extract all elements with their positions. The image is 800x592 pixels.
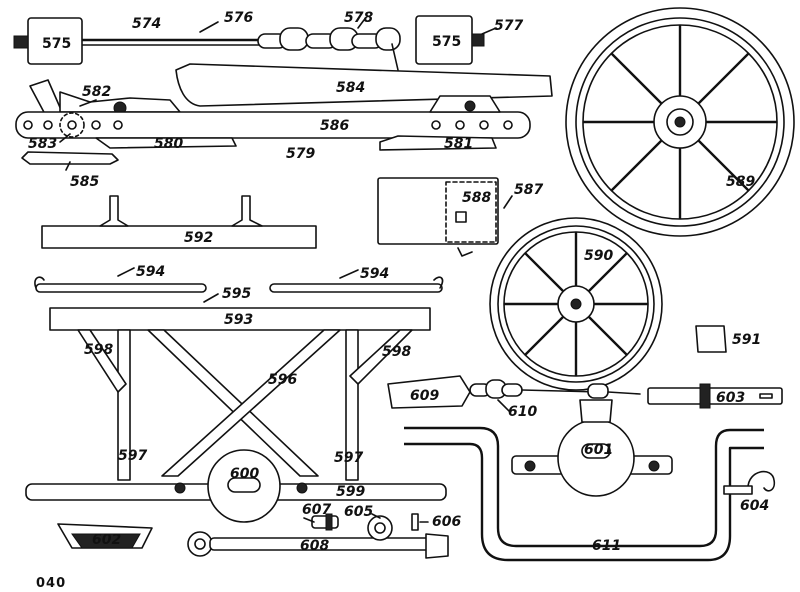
label-598a: 598: [84, 342, 113, 358]
label-607: 607: [302, 502, 331, 518]
label-574: 574: [132, 16, 161, 32]
part-598-braces: [77, 329, 413, 393]
part-602-bracket: [57, 523, 153, 549]
label-589: 589: [726, 174, 755, 190]
label-599: 599: [336, 484, 365, 500]
label-591: 591: [732, 332, 761, 348]
part-575-block-right: [415, 15, 485, 65]
label-588: 588: [462, 190, 491, 206]
label-601: 601: [584, 442, 613, 458]
label-594a: 594: [136, 264, 165, 280]
label-576: 576: [224, 10, 253, 26]
label-593: 593: [224, 312, 253, 328]
part-586-bar: [15, 95, 531, 139]
label-603: 603: [716, 390, 745, 406]
part-599-axle: [25, 449, 447, 523]
label-580: 580: [154, 136, 183, 152]
part-592-base: [41, 195, 317, 249]
label-575a: 575: [42, 36, 71, 52]
label-578: 578: [344, 10, 373, 26]
label-604: 604: [740, 498, 769, 514]
label-585: 585: [70, 174, 99, 190]
label-605: 605: [344, 504, 373, 520]
page-code: 040: [36, 576, 66, 591]
leader-lines: [59, 19, 511, 523]
label-581: 581: [444, 136, 473, 152]
label-602: 602: [92, 532, 121, 548]
label-610: 610: [508, 404, 537, 420]
part-596-cross-braces: [147, 329, 341, 477]
part-607-pin: [311, 513, 339, 531]
part-604-hook: [723, 470, 776, 495]
label-575b: 575: [432, 34, 461, 50]
part-593-beam: [49, 307, 431, 331]
label-582: 582: [82, 84, 111, 100]
part-603-bar: [647, 383, 783, 409]
part-609-plate: [387, 375, 471, 409]
label-586: 586: [320, 118, 349, 134]
label-579: 579: [286, 146, 315, 162]
part-601-hub: [511, 399, 673, 497]
part-575-block-left: [13, 17, 83, 65]
label-583: 583: [28, 136, 57, 152]
part-597-posts: [117, 329, 359, 481]
label-584: 584: [336, 80, 365, 96]
label-606: 606: [432, 514, 461, 530]
part-591-cap: [695, 325, 727, 353]
label-587: 587: [514, 182, 543, 198]
part-580-plate: [95, 137, 237, 149]
label-597b: 597: [334, 450, 363, 466]
label-611: 611: [592, 538, 621, 554]
part-574-rod: [79, 38, 269, 46]
label-594b: 594: [360, 266, 389, 282]
label-600: 600: [230, 466, 259, 482]
label-592: 592: [184, 230, 213, 246]
part-581-plate: [379, 135, 497, 151]
label-598b: 598: [382, 344, 411, 360]
part-589-wheel: [565, 7, 795, 237]
part-605-washer: [367, 515, 393, 541]
label-596: 596: [268, 372, 297, 388]
part-585-strap: [21, 151, 119, 165]
part-594-rods: [34, 276, 444, 293]
label-608: 608: [300, 538, 329, 554]
part-606-key: [411, 513, 419, 531]
part-611-frame: [404, 426, 764, 562]
part-578-chain: [257, 27, 401, 71]
part-587-box: [377, 177, 513, 257]
label-577: 577: [494, 18, 523, 34]
label-595: 595: [222, 286, 251, 302]
part-610-chain: [469, 379, 641, 399]
label-590: 590: [584, 248, 613, 264]
label-597a: 597: [118, 448, 147, 464]
part-590-wheel: [489, 217, 663, 391]
part-608-rod: [187, 531, 449, 559]
label-609: 609: [410, 388, 439, 404]
